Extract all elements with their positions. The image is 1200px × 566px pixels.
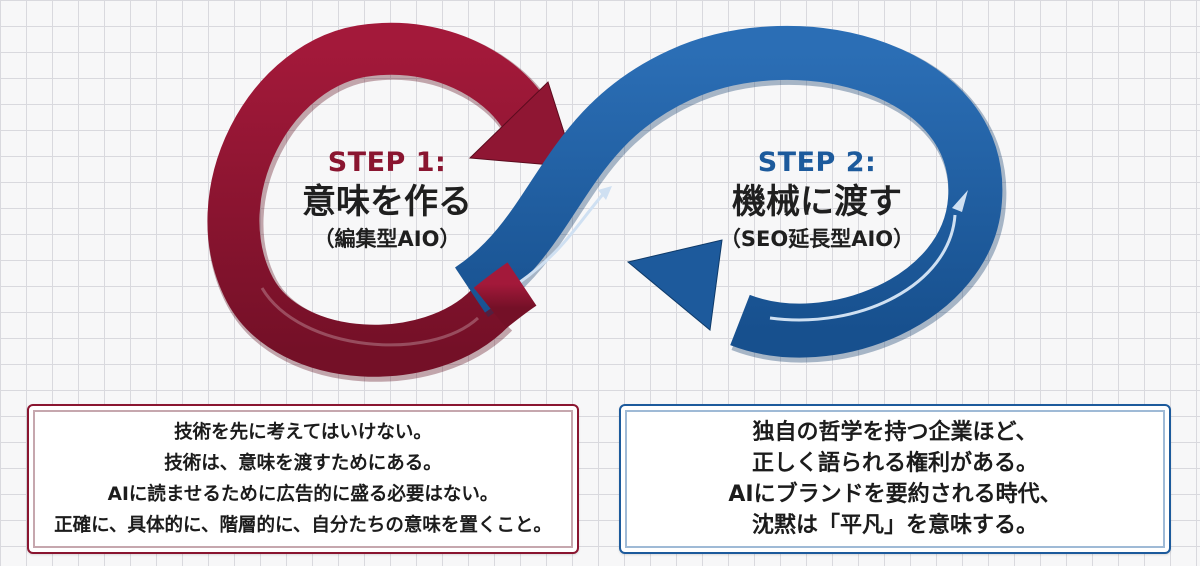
step-2-label: STEP 2: [757,147,877,178]
step-1-label-group: STEP 1: 意味を作る （編集型AIO） [237,146,537,254]
step-2-title: 機械に渡す [732,182,902,222]
description-line: 独自の哲学を持つ企業ほど、 [752,420,1038,445]
description-line: 沈黙は「平凡」を意味する。 [751,513,1038,538]
step-1-title: 意味を作る [302,182,472,222]
description-line: 正しく語られる権利がある。 [751,451,1038,476]
red-arrowhead [468,81,576,168]
step-1-subtitle: （編集型AIO） [313,227,461,251]
step-2-description-box: 独自の哲学を持つ企業ほど、 正しく語られる権利がある。 AIにブランドを要約され… [619,404,1171,554]
blue-loop-arrow [454,25,1007,363]
step-2-label-group: STEP 2: 機械に渡す （SEO延長型AIO） [667,146,967,254]
description-line: 技術を先に考えてはいけない。 [174,422,432,443]
description-line: 技術は、意味を渡すためにある。 [164,453,442,474]
description-line: AIに読ませるために広告的に盛る必要はない。 [107,484,499,505]
description-line: AIにブランドを要約される時代、 [728,482,1062,507]
description-line: 正確に、具体的に、階層的に、自分たちの意味を置くこと。 [54,515,552,536]
blue-arrowhead [626,239,723,331]
red-loop-arrow [207,22,576,382]
step-1-description-box: 技術を先に考えてはいけない。 技術は、意味を渡すためにある。 AIに読ませるため… [27,404,579,554]
step-1-label: STEP 1: [327,147,447,178]
step-2-subtitle: （SEO延長型AIO） [719,227,915,251]
